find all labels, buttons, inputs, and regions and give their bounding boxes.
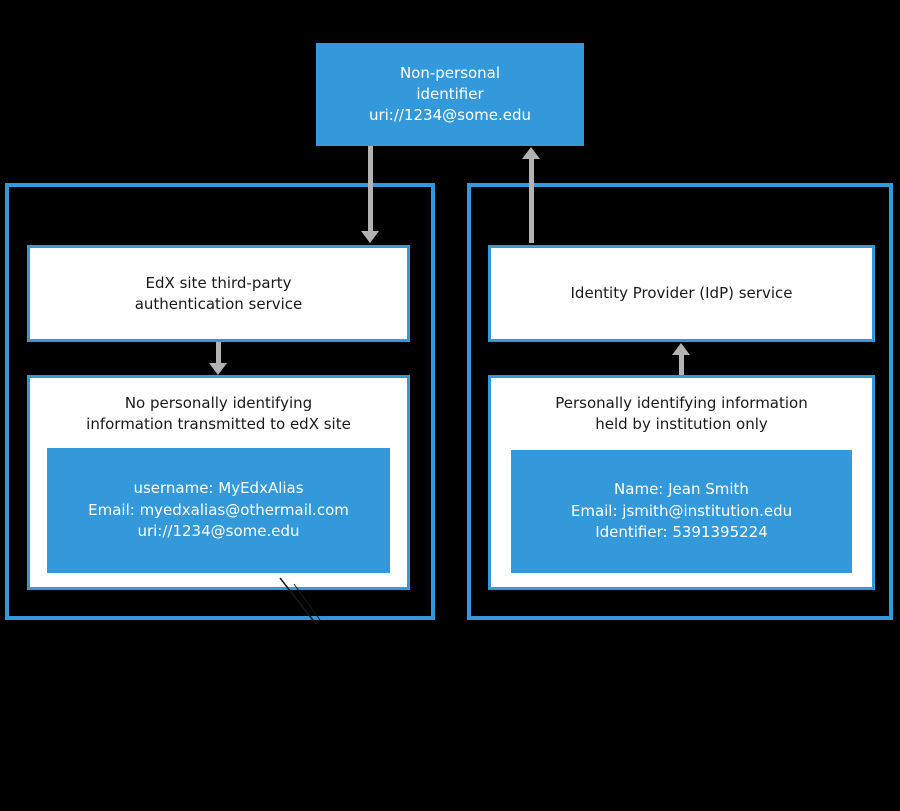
- arrow-head-down-icon: [209, 363, 227, 375]
- identity-provider-panel: [467, 183, 893, 620]
- idp-service-label: Identity Provider (IdP) service: [570, 284, 793, 302]
- annotation-leader-lines: [279, 577, 321, 625]
- idp-identity-identifier: Identifier: 5391395224: [595, 523, 768, 542]
- edx-auth-service-box: EdX site third-party authentication serv…: [27, 245, 410, 342]
- idp-service-box: Identity Provider (IdP) service: [488, 245, 875, 342]
- idp-identity-card: Name: Jean Smith Email: jsmith@instituti…: [511, 450, 852, 573]
- edx-auth-service-line: authentication service: [134, 294, 303, 313]
- non-personal-identifier-line: identifier: [416, 85, 484, 103]
- idp-info-title-line: Personally identifying information: [555, 394, 808, 412]
- edx-alias-username: username: MyEdxAlias: [133, 479, 304, 498]
- idp-identity-name: Name: Jean Smith: [614, 480, 749, 499]
- edx-info-title-line: information transmitted to edX site: [86, 415, 351, 433]
- edx-info-title-line: No personally identifying: [124, 394, 313, 412]
- idp-info-title-line: held by institution only: [595, 415, 768, 433]
- arrow-info-to-idp: [672, 343, 690, 375]
- edx-alias-uri: uri://1234@some.edu: [137, 522, 300, 541]
- edx-alias-email: Email: myedxalias@othermail.com: [88, 500, 349, 519]
- arrow-auth-to-info: [209, 342, 227, 375]
- non-personal-identifier-uri: uri://1234@some.edu: [368, 106, 532, 124]
- edx-auth-service-line: EdX site third-party: [145, 273, 292, 292]
- non-personal-identifier-box: Non-personal identifier uri://1234@some.…: [316, 43, 584, 146]
- edx-site-panel: [5, 183, 435, 620]
- arrow-head-up-icon: [672, 343, 690, 355]
- arrow-idp-to-identifier: [522, 147, 540, 243]
- edx-alias-card: username: MyEdxAlias Email: myedxalias@o…: [47, 448, 390, 573]
- arrow-identifier-to-edx: [361, 146, 379, 243]
- arrow-head-up-icon: [522, 147, 540, 159]
- arrow-shaft: [215, 342, 221, 363]
- arrow-shaft: [528, 159, 534, 243]
- arrow-head-down-icon: [361, 231, 379, 243]
- arrow-shaft: [678, 355, 684, 375]
- arrow-shaft: [367, 146, 373, 231]
- non-personal-identifier-line: Non-personal: [399, 64, 501, 82]
- idp-identity-email: Email: jsmith@institution.edu: [570, 501, 793, 520]
